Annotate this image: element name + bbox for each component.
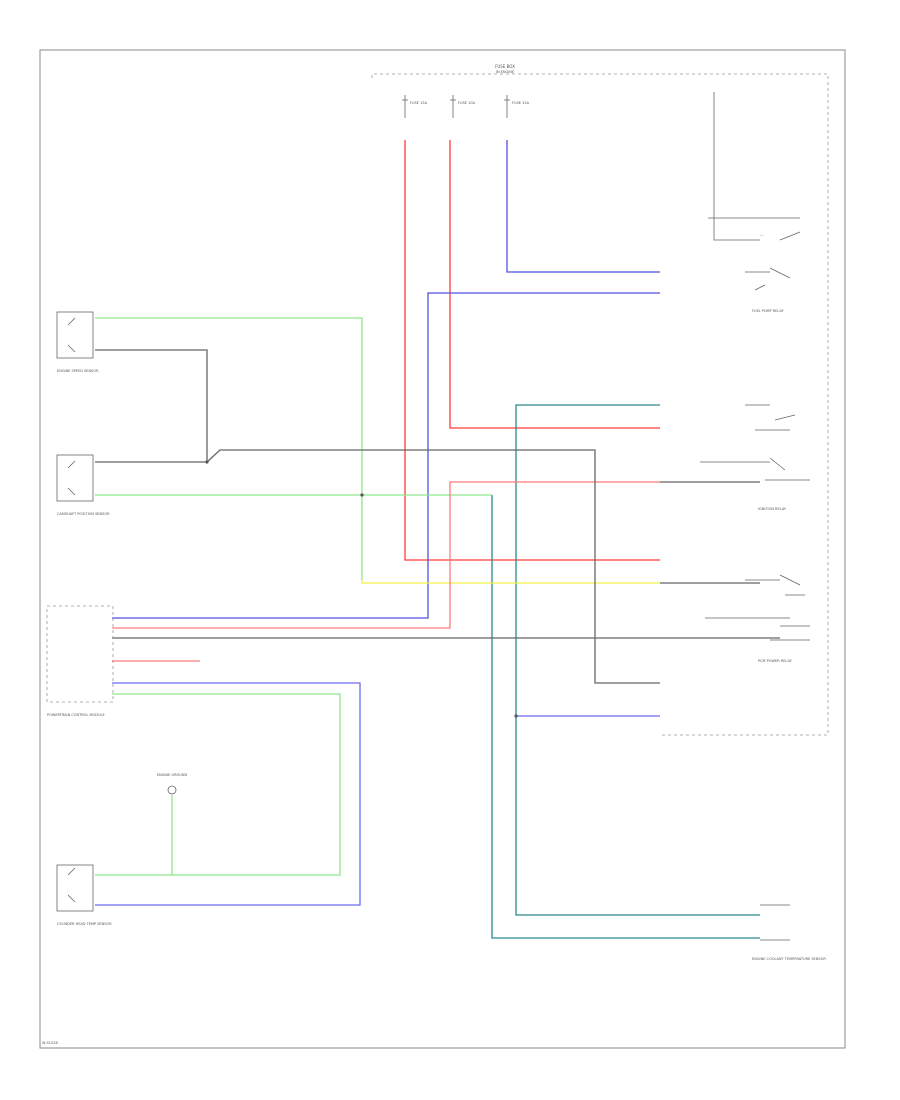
- relay-ignition: [745, 404, 796, 431]
- fuse-box-title: FUSE BOX: [495, 64, 515, 69]
- diagram-frame: [39, 49, 846, 1049]
- svg-text:FUEL PUMP RELAY: FUEL PUMP RELAY: [752, 309, 785, 313]
- svg-text:—: —: [760, 233, 764, 237]
- relay-coil: [745, 574, 805, 596]
- fuse-2: FUSE 10A: [450, 95, 476, 118]
- wire-red-upper: [449, 140, 660, 429]
- wire-green-ckp: [95, 317, 363, 580]
- svg-text:CYLINDER HEAD TEMP SENSOR: CYLINDER HEAD TEMP SENSOR: [57, 922, 112, 926]
- relay-idm: IGNITION RELAY: [700, 457, 810, 511]
- svg-text:ENGINE GROUND: ENGINE GROUND: [157, 773, 188, 777]
- relay-top: —: [708, 92, 801, 241]
- wire-gray-cmp: [206, 449, 660, 684]
- fuse-box-subtitle: IN ENGINE: [496, 70, 514, 74]
- wire-yellow: [361, 580, 660, 584]
- relay-pcm: PCM POWER RELAY: [705, 617, 810, 663]
- wire-teal-bottom: [491, 495, 760, 939]
- coolant-temp-sensor: ENGINE COOLANT TEMPERATURE SENSOR: [752, 904, 826, 961]
- powertrain-control-module: POWERTRAIN CONTROL MODULE: [46, 605, 114, 717]
- splice-dot: [360, 493, 364, 497]
- wire-gray-relay: [660, 481, 760, 584]
- svg-text:FUSE 15A: FUSE 15A: [512, 101, 530, 105]
- svg-text:ENGINE COOLANT TEMPERATURE SEN: ENGINE COOLANT TEMPERATURE SENSOR: [752, 957, 826, 961]
- svg-text:ENGINE SPEED SENSOR: ENGINE SPEED SENSOR: [57, 369, 99, 373]
- engine-speed-sensor: ENGINE SPEED SENSOR: [56, 311, 99, 373]
- fuse-1: FUSE 15A: [402, 95, 428, 118]
- wire-green-ecm: [95, 693, 341, 876]
- fuse-3: FUSE 15A: [504, 95, 530, 118]
- svg-text:POWERTRAIN CONTROL MODULE: POWERTRAIN CONTROL MODULE: [47, 713, 105, 717]
- wire-blue-second: [112, 292, 660, 619]
- svg-text:IGNITION RELAY: IGNITION RELAY: [758, 507, 787, 511]
- wire-red-main: [404, 140, 660, 561]
- fuse-box-enclosure: [371, 73, 829, 736]
- splice-dot: [514, 714, 518, 718]
- cylinder-head-temp-sensor: CYLINDER HEAD TEMP SENSOR: [56, 864, 112, 926]
- wire-teal-upper: [515, 404, 760, 916]
- wire-pink-idm: [112, 481, 660, 629]
- footer-code: W-S1028: [42, 1041, 58, 1045]
- wire-blue-knock: [95, 682, 361, 906]
- svg-text:FUSE 10A: FUSE 10A: [458, 101, 476, 105]
- wire-gray-ckp-shield: [95, 349, 208, 463]
- wire-blue-top: [506, 140, 660, 273]
- svg-text:PCM POWER RELAY: PCM POWER RELAY: [758, 659, 793, 663]
- ground-junction: ENGINE GROUND: [157, 773, 188, 795]
- svg-text:FUSE 15A: FUSE 15A: [410, 101, 428, 105]
- relay-fuel-pump: FUEL PUMP RELAY: [745, 267, 791, 313]
- camshaft-position-sensor: CAMSHAFT POSITION SENSOR: [56, 454, 110, 516]
- svg-text:CAMSHAFT POSITION SENSOR: CAMSHAFT POSITION SENSOR: [57, 512, 110, 516]
- splice-dot: [205, 460, 209, 464]
